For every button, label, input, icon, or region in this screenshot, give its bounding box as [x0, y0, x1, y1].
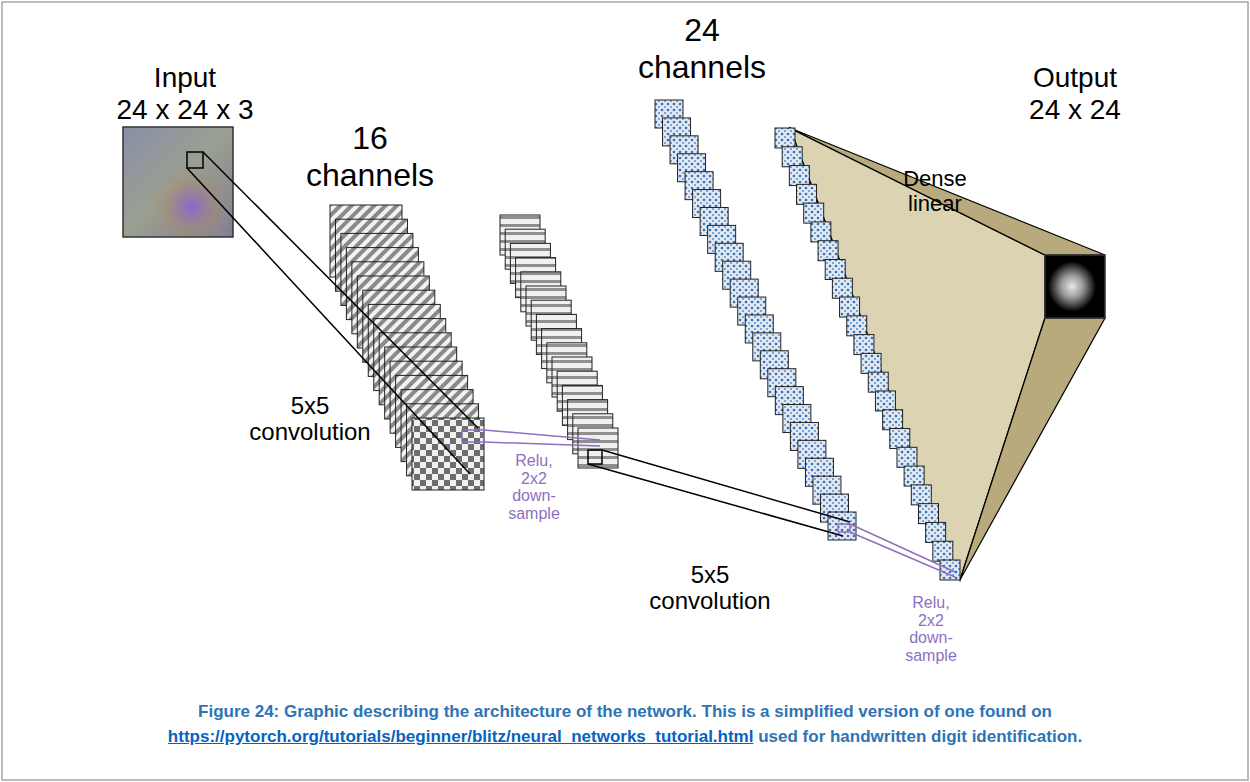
channel-heading: 16 channels [300, 120, 440, 194]
pool-window [838, 524, 850, 532]
pool-line [484, 442, 600, 446]
output-image [1045, 255, 1105, 318]
feature-map [897, 447, 917, 467]
pool-line [850, 532, 955, 577]
feature-map [775, 128, 795, 148]
channel-heading: 24 channels [632, 12, 772, 86]
pool-line [850, 524, 955, 572]
node-text: Input [100, 62, 270, 94]
node-text: Output [1000, 62, 1150, 94]
projection-line [203, 152, 478, 428]
feature-map [832, 278, 852, 298]
feature-map [854, 335, 874, 355]
input-heading: Input24 x 24 x 3 [100, 62, 270, 126]
feature-map [926, 522, 946, 542]
projection-line [602, 450, 850, 522]
pool-window [462, 430, 484, 442]
dense-layer-edge [790, 128, 1105, 255]
feature-map [782, 147, 802, 167]
feature-map [883, 410, 903, 430]
activation-label: Relu, 2x2 down-sample [900, 594, 962, 664]
feature-map [840, 297, 860, 317]
projection-line [187, 168, 470, 474]
feature-map [578, 428, 618, 468]
activation-label: Relu, 2x2 down-sample [503, 452, 565, 522]
node-text: 24 x 24 x 3 [100, 94, 270, 126]
feature-map [868, 372, 888, 392]
projection-line [588, 464, 843, 536]
feature-map [825, 259, 845, 279]
operation-label: 5x5 convolution [640, 562, 780, 615]
feature-map [811, 222, 831, 242]
feature-map [797, 184, 817, 204]
input-image-border [123, 127, 233, 237]
dense-layer-label: Dense linear [885, 166, 985, 217]
dense-layer-edge [960, 318, 1105, 580]
feature-map [911, 485, 931, 505]
node-text: Dense linear [885, 166, 985, 217]
feature-map [933, 541, 953, 561]
feature-map [818, 241, 838, 261]
caption-part: Figure 24: Graphic describing the archit… [198, 702, 1052, 721]
node-text: 16 channels [300, 120, 440, 194]
node-text: 24 channels [632, 12, 772, 86]
feature-map [847, 316, 867, 336]
caption-part: https://pytorch.org/tutorials/beginner/b… [168, 727, 754, 746]
feature-map [890, 429, 910, 449]
feature-map [789, 166, 809, 186]
output-heading: Output24 x 24 [1000, 62, 1150, 126]
kernel-window [588, 450, 602, 464]
input-image [123, 127, 233, 237]
feature-map [804, 203, 824, 223]
feature-map [875, 391, 895, 411]
feature-map [412, 418, 484, 490]
feature-map [861, 353, 881, 373]
node-text: 24 x 24 [1000, 94, 1150, 126]
feature-map [918, 504, 938, 524]
operation-label: 5x5 convolution [240, 393, 380, 446]
pool-line [484, 430, 600, 440]
kernel-window [187, 152, 203, 168]
caption-part: used for handwritten digit identificatio… [753, 727, 1082, 746]
figure-caption: Figure 24: Graphic describing the archit… [50, 700, 1200, 749]
dense-layer-face [790, 128, 1045, 580]
feature-map [904, 466, 924, 486]
